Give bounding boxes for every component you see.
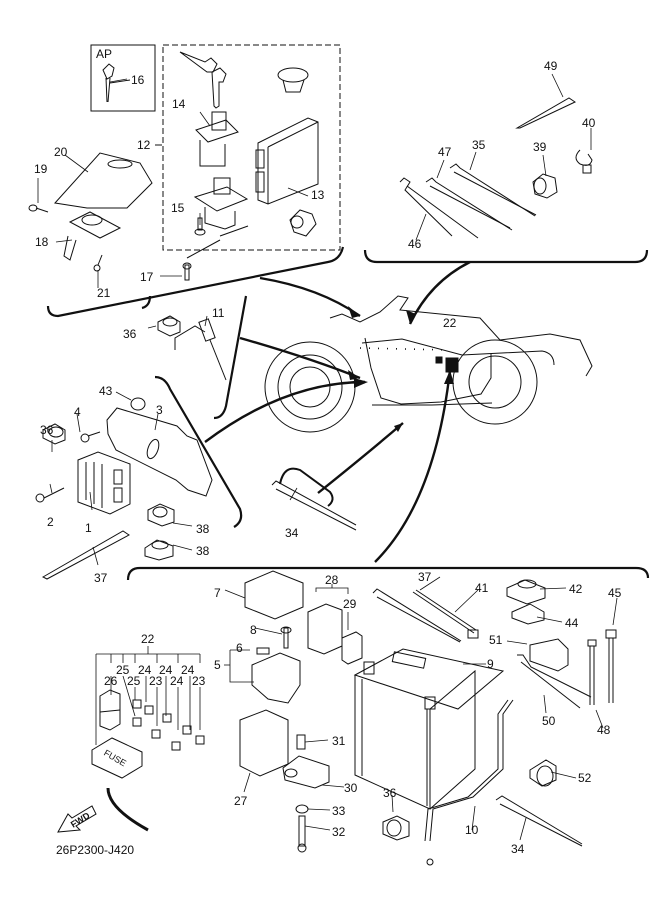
callout-24-a: 24	[138, 663, 152, 677]
battery	[353, 648, 505, 810]
callout-33: 33	[332, 804, 346, 818]
callout-17: 17	[140, 270, 154, 284]
regulator	[77, 451, 131, 515]
battery-cable	[429, 699, 514, 842]
callout-24-b: 24	[159, 663, 173, 677]
callout-49: 49	[544, 59, 558, 73]
callout-34-bottom: 34	[511, 842, 525, 856]
callout-28: 28	[325, 573, 339, 587]
callout-4: 4	[74, 405, 81, 419]
fuse-box	[91, 737, 143, 779]
callout-14: 14	[172, 97, 186, 111]
callout-34-mid: 34	[285, 526, 299, 540]
callout-5: 5	[214, 658, 221, 672]
mounting-plate	[106, 407, 213, 497]
callout-23-a: 23	[149, 674, 163, 688]
callout-11: 11	[212, 306, 225, 320]
starter-relay	[251, 652, 301, 704]
callout-38-a: 38	[196, 522, 210, 536]
callout-37-right: 37	[418, 570, 432, 584]
callout-38-b: 38	[196, 544, 210, 558]
callout-24-d: 24	[170, 674, 184, 688]
callout-16: 16	[131, 73, 145, 87]
callout-24-c: 24	[181, 663, 195, 677]
callout-13: 13	[311, 188, 325, 202]
callout-42: 42	[569, 582, 583, 596]
callout-35: 35	[472, 138, 486, 152]
callout-46: 46	[408, 237, 422, 251]
callout-25-b: 25	[127, 674, 141, 688]
callout-9: 9	[487, 657, 494, 671]
motorcycle-locator	[264, 295, 593, 433]
callout-37-left: 37	[94, 571, 108, 585]
callout-6: 6	[236, 641, 243, 655]
callout-18: 18	[35, 235, 49, 249]
relay-unit	[239, 709, 289, 777]
callout-39: 39	[533, 140, 547, 154]
forward-direction-arrow	[57, 805, 97, 833]
callout-48: 48	[597, 723, 611, 737]
callout-30: 30	[344, 781, 358, 795]
group-bracket	[126, 566, 650, 581]
callout-2: 2	[47, 515, 54, 529]
callout-8: 8	[250, 623, 257, 637]
callout-47: 47	[438, 145, 452, 159]
callout-50: 50	[542, 714, 556, 728]
callout-26: 26	[104, 674, 118, 688]
callout-1: 1	[85, 521, 92, 535]
key-icon	[102, 63, 131, 103]
callout-20: 20	[54, 145, 68, 159]
callout-51: 51	[489, 633, 503, 647]
handlebar-cover	[54, 152, 153, 209]
callout-22-locator: 22	[443, 316, 457, 330]
callout-36-top: 36	[123, 327, 137, 341]
callout-43: 43	[99, 384, 113, 398]
callout-45: 45	[608, 586, 622, 600]
callout-23-b: 23	[192, 674, 206, 688]
callout-22-fuse: 22	[141, 632, 155, 646]
accessory-box	[90, 44, 156, 112]
callout-41: 41	[475, 581, 489, 595]
fuse-leader-tree	[95, 646, 201, 745]
group-bracket	[46, 246, 345, 318]
callout-27: 27	[234, 794, 248, 808]
callout-31: 31	[332, 734, 346, 748]
callout-32: 32	[332, 825, 346, 839]
callout-36-mid: 36	[40, 423, 54, 437]
callout-29: 29	[343, 597, 357, 611]
callout-3: 3	[156, 403, 163, 417]
group-bracket	[363, 249, 649, 264]
callout-44: 44	[565, 616, 579, 630]
callout-21: 21	[97, 286, 111, 300]
callout-52: 52	[578, 771, 592, 785]
callout-7: 7	[214, 586, 221, 600]
accessory-box-label: AP	[96, 47, 113, 61]
collar	[296, 734, 306, 750]
callout-12: 12	[137, 138, 151, 152]
ignition-kit-box	[162, 44, 341, 251]
callout-19: 19	[34, 162, 48, 176]
callout-36-bottom: 36	[383, 786, 397, 800]
callout-25-a: 25	[116, 663, 130, 677]
callout-40: 40	[582, 116, 596, 130]
callout-10: 10	[465, 823, 479, 837]
fuse-set	[91, 689, 205, 832]
relay-cover	[244, 570, 304, 620]
drawing-code: 26P2300-J420	[56, 843, 135, 857]
callout-15: 15	[171, 201, 185, 215]
